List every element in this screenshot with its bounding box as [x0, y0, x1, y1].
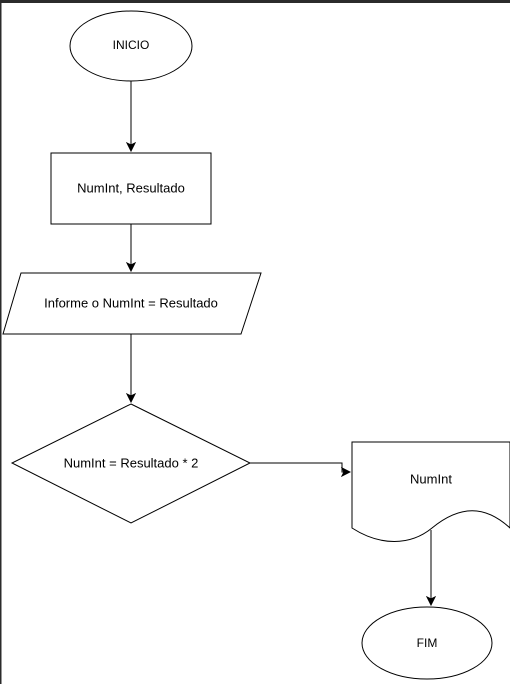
input-node[interactable]: Informe o NumInt = Resultado — [2, 272, 262, 335]
end-node[interactable]: FIM — [361, 606, 493, 680]
start-label: INICIO — [113, 38, 150, 52]
left-border — [0, 0, 2, 684]
decision-label: NumInt = Resultado * 2 — [64, 455, 199, 470]
input-label: Informe o NumInt = Resultado — [44, 295, 218, 310]
variables-label: NumInt, Resultado — [77, 180, 185, 195]
decision-node[interactable]: NumInt = Resultado * 2 — [10, 403, 252, 524]
output-label: NumInt — [410, 471, 452, 486]
end-label: FIM — [417, 636, 438, 650]
output-node[interactable]: NumInt — [351, 441, 510, 542]
top-border — [0, 0, 510, 3]
start-node[interactable]: INICIO — [69, 10, 193, 82]
variables-node[interactable]: NumInt, Resultado — [50, 152, 212, 225]
edge-decision-to-output — [250, 462, 350, 472]
